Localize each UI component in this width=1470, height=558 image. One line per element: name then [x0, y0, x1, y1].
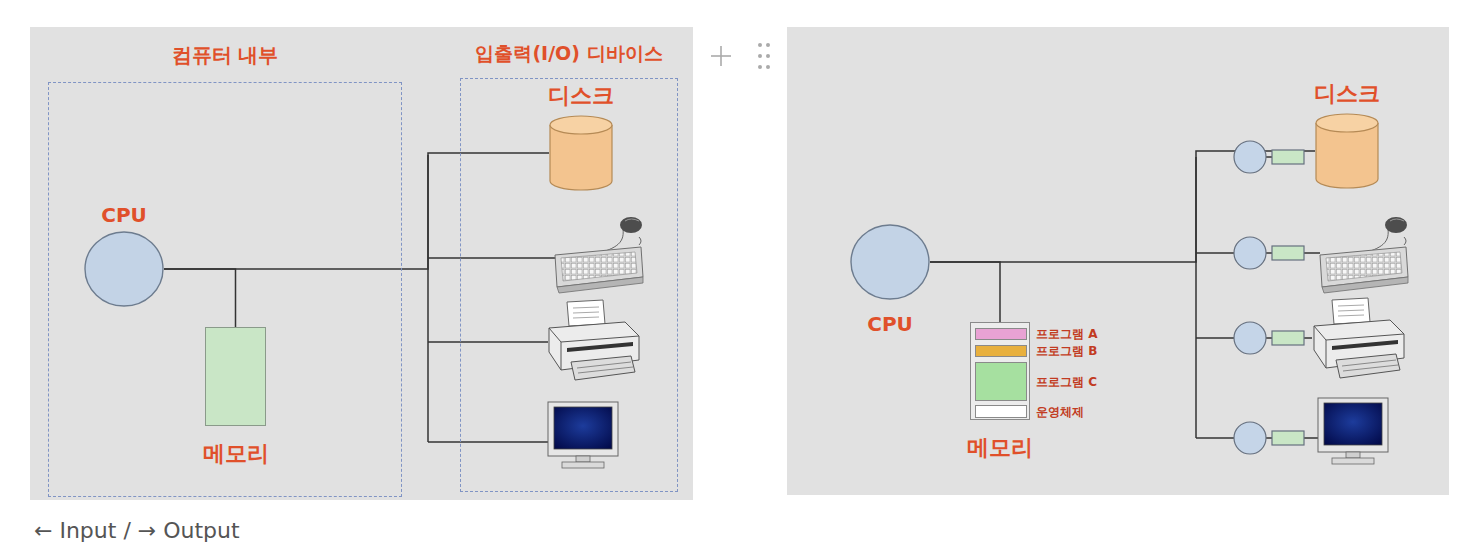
node-label: CPU: [101, 203, 147, 227]
keyboard-icon: [555, 217, 643, 293]
cylinder-outline: [1315, 113, 1379, 189]
cpu-circle: CPU: [84, 231, 164, 307]
node-label: 메모리: [967, 433, 1033, 463]
controller-part: [1234, 237, 1266, 269]
bus-line: [164, 269, 236, 327]
controller-icons: [1234, 141, 1304, 454]
caption: ← Input / → Output: [34, 518, 240, 543]
node-label: 메모리: [203, 439, 269, 469]
controller-part: [1272, 331, 1304, 345]
controller-part: [1266, 252, 1272, 254]
plus-handle: [711, 46, 731, 66]
node-label: 디스크: [548, 81, 614, 111]
memory-segment: 프로그램 A: [975, 328, 1027, 340]
io-region: 입출력(I/O) 디바이스디스크: [460, 78, 678, 492]
controller-part: [1234, 422, 1266, 454]
controller-part: [1272, 150, 1304, 164]
memory-box: 메모리프로그램 A프로그램 B프로그램 C운영체제: [970, 322, 1030, 420]
printer-icon: [1314, 298, 1404, 378]
controller-part: [1266, 437, 1272, 439]
right-panel: [787, 27, 1449, 495]
controller-part: [1272, 431, 1304, 445]
controller-part: [1266, 337, 1272, 339]
memory-segment: 프로그램 C: [975, 362, 1027, 401]
circle-outline: [850, 224, 930, 300]
left-panel: [30, 27, 693, 500]
memory-box: 메모리: [205, 327, 266, 426]
drag-handle: [758, 43, 770, 69]
bus-line: [930, 262, 1000, 322]
monitor-icon: [1318, 398, 1388, 464]
node-label: CPU: [867, 312, 913, 336]
node-label: 디스크: [1314, 79, 1380, 109]
segment-label: 프로그램 C: [1036, 373, 1097, 390]
disk-cylinder: 디스크: [1315, 113, 1379, 189]
segment-label: 운영체제: [1036, 403, 1084, 420]
cpu-circle: CPU: [850, 224, 930, 300]
keyboard-icon: [1320, 217, 1408, 293]
memory-segment: 프로그램 B: [975, 345, 1027, 357]
monitor-icon: [548, 402, 618, 468]
disk-cylinder: 디스크: [549, 115, 613, 191]
bus-line: [164, 153, 549, 269]
segment-label: 프로그램 B: [1036, 343, 1097, 360]
node-label: 입출력(I/O) 디바이스: [475, 41, 662, 67]
bus-branch: [428, 155, 556, 442]
controller-part: [1266, 156, 1272, 158]
controller-part: [1234, 141, 1266, 173]
circle-outline: [84, 231, 164, 307]
bus-branch: [1196, 157, 1320, 438]
segment-label: 프로그램 A: [1036, 326, 1097, 343]
printer-icon: [549, 300, 639, 380]
computer-region: 컴퓨터 내부CPU메모리: [48, 82, 402, 497]
cylinder-outline: [549, 115, 613, 191]
controller-part: [1234, 322, 1266, 354]
memory-segment: 운영체제: [975, 405, 1027, 418]
node-label: 컴퓨터 내부: [172, 42, 279, 69]
controller-part: [1272, 246, 1304, 260]
